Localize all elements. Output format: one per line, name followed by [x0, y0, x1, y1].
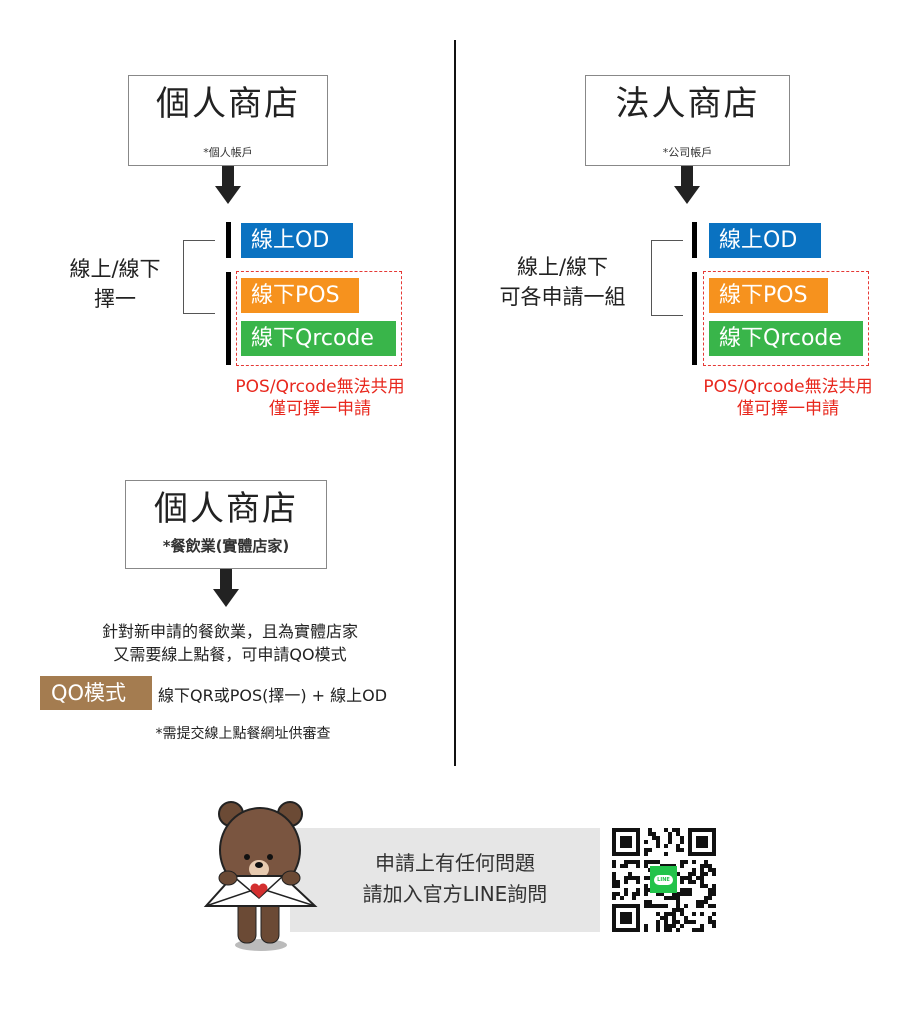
down-arrow-icon — [215, 166, 241, 206]
contact-band — [290, 828, 600, 932]
corporate-side-label: 線上/線下可各申請一組 — [499, 255, 626, 309]
restaurant-store-title: 個人商店 — [154, 489, 298, 529]
separator-bar — [226, 272, 231, 365]
down-arrow-icon — [213, 569, 239, 609]
brown-bear-mascot-icon — [203, 801, 318, 951]
bracket — [651, 240, 683, 316]
offline-pos-tag: 線下POS — [241, 278, 359, 313]
bracket — [183, 240, 215, 314]
offline-qrcode-tag: 線下Qrcode — [709, 321, 863, 356]
qo-mode-description: 線下QR或POS(擇一) + 線上OD — [158, 686, 388, 705]
personal-store-title: 個人商店 — [156, 84, 300, 124]
personal-store-subtitle: *個人帳戶 — [203, 146, 253, 159]
restaurant-store-subtitle: *餐飲業(實體店家) — [162, 537, 290, 555]
personal-side-label: 線上/線下擇一 — [69, 257, 161, 311]
corporate-store-title: 法人商店 — [615, 84, 760, 124]
exclusive-group-outline — [236, 271, 402, 366]
column-divider — [454, 40, 456, 766]
qo-mode-badge: QO模式 — [40, 676, 152, 710]
separator-bar — [226, 222, 231, 258]
restaurant-store-box: 個人商店 *餐飲業(實體店家) — [125, 480, 327, 569]
corporate-store-box: 法人商店 *公司帳戶 — [585, 75, 790, 166]
contact-text: 申請上有任何問題請加入官方LINE詢問 — [362, 851, 548, 906]
personal-note: POS/Qrcode無法共用僅可擇一申請 — [235, 377, 405, 419]
online-od-tag: 線上OD — [709, 223, 821, 258]
corporate-store-subtitle: *公司帳戶 — [662, 146, 713, 159]
restaurant-footnote: *需提交線上點餐網址供審查 — [155, 726, 331, 742]
line-logo-icon: LINE — [650, 866, 677, 893]
offline-qrcode-tag: 線下Qrcode — [241, 321, 396, 356]
separator-bar — [692, 222, 697, 258]
personal-store-box: 個人商店 *個人帳戶 — [128, 75, 328, 166]
corporate-note: POS/Qrcode無法共用僅可擇一申請 — [703, 377, 873, 419]
separator-bar — [692, 272, 697, 365]
down-arrow-icon — [674, 166, 700, 206]
exclusive-group-outline — [703, 271, 869, 366]
offline-pos-tag: 線下POS — [709, 278, 828, 313]
restaurant-description: 針對新申請的餐飲業，且為實體店家又需要線上點餐，可申請QO模式 — [101, 622, 358, 664]
online-od-tag: 線上OD — [241, 223, 353, 258]
